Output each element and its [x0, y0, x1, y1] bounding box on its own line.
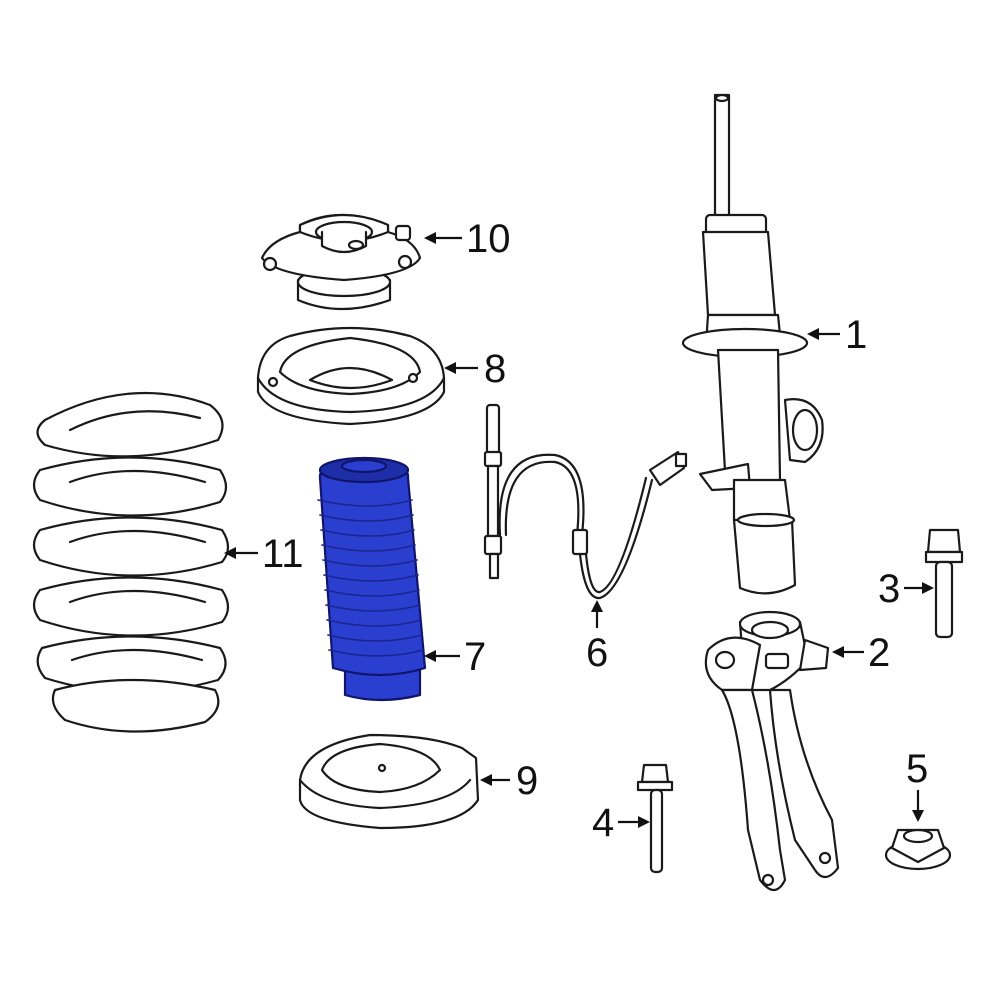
callout-3: 3	[878, 567, 900, 611]
callout-10: 10	[466, 217, 511, 261]
part-4-bolt	[636, 763, 674, 874]
callout-6: 6	[586, 631, 608, 675]
part-6-sensor-wire	[483, 403, 688, 600]
callout-2: 2	[868, 631, 890, 675]
part-5-nut	[884, 828, 952, 871]
part-7-dust-boot	[317, 456, 427, 702]
callout-labels: 10 8 11 7 9 6 1 3 2 4 5	[262, 217, 928, 845]
callout-1: 1	[845, 313, 867, 357]
callout-7: 7	[464, 635, 486, 679]
callout-9: 9	[516, 759, 538, 803]
part-8-upper-spring-seat	[256, 326, 446, 426]
callout-5: 5	[906, 747, 928, 791]
part-2-knuckle	[704, 610, 840, 892]
part-1-strut-assembly	[681, 93, 824, 595]
part-9-lower-spring-seat	[298, 733, 480, 830]
callout-4: 4	[592, 801, 614, 845]
callout-arrows	[224, 232, 934, 828]
callout-8: 8	[484, 347, 506, 391]
part-3-bolt	[924, 528, 964, 639]
part-11-coil-spring	[32, 391, 230, 733]
callout-11: 11	[262, 532, 304, 576]
part-10-strut-mount	[260, 213, 422, 311]
